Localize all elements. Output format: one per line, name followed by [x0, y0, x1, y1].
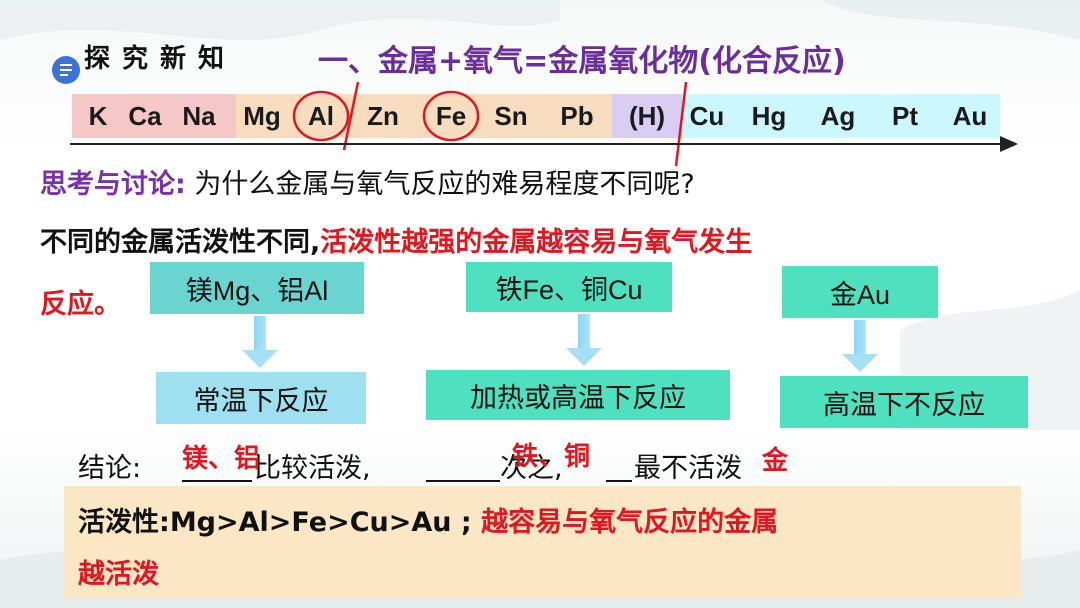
series-axis-arrowhead: [1000, 136, 1018, 152]
discussion-line: 思考与讨论: 为什么金属与氧气反应的难易程度不同呢?: [40, 162, 695, 201]
slash-mark-2: [676, 82, 686, 166]
down-arrow-2: [566, 314, 602, 366]
fill-in-prefix: 结论:: [78, 446, 141, 485]
answer-1: 镁、铝: [182, 438, 260, 475]
down-arrow-3: [842, 320, 878, 372]
conclusion-red-1: 活泼性越强的金属越容易与氧气发生: [320, 227, 752, 258]
summary-line-1: 活泼性:Mg>Al>Fe>Cu>Au ; 越容易与氧气反应的金属: [78, 500, 778, 539]
group-box-mg-al: 镁Mg、铝Al: [150, 262, 364, 314]
summary-label: 活泼性:: [78, 507, 170, 538]
answer-2: 铁、铜: [512, 436, 590, 473]
condition-box-3: 高温下不反应: [780, 376, 1028, 428]
group-box-fe-cu: 铁Fe、铜Cu: [466, 262, 672, 312]
down-arrow-1: [242, 316, 278, 368]
fill-in-text3: 最不活泼: [634, 446, 742, 485]
fe-circle-mark: [424, 92, 478, 140]
summary-red-1: 越容易与氧气反应的金属: [481, 507, 778, 538]
group-box-au: 金Au: [782, 266, 938, 318]
summary-red-2: 越活泼: [78, 552, 159, 591]
discussion-label: 思考与讨论:: [40, 169, 186, 200]
summary-box: 活泼性:Mg>Al>Fe>Cu>Au ; 越容易与氧气反应的金属 越活泼: [64, 486, 1021, 598]
condition-box-1: 常温下反应: [156, 372, 366, 424]
condition-box-2: 加热或高温下反应: [426, 370, 730, 420]
fill-in-text1: 比较活泼,: [254, 446, 371, 485]
blank-3: [606, 450, 632, 482]
conclusion-red-2: 反应。: [40, 282, 121, 321]
slash-mark-1: [344, 82, 358, 150]
al-circle-mark: [294, 92, 348, 140]
conclusion-black: 不同的金属活泼性不同,: [40, 227, 320, 258]
discussion-question: 为什么金属与氧气反应的难易程度不同呢?: [194, 169, 694, 200]
series-axis-line: [70, 143, 1005, 145]
summary-order: Mg>Al>Fe>Cu>Au ;: [170, 507, 472, 538]
conclusion-sentence: 不同的金属活泼性不同,活泼性越强的金属越容易与氧气发生: [40, 220, 752, 259]
answer-3: 金: [762, 440, 788, 477]
blank-2: [426, 450, 500, 482]
